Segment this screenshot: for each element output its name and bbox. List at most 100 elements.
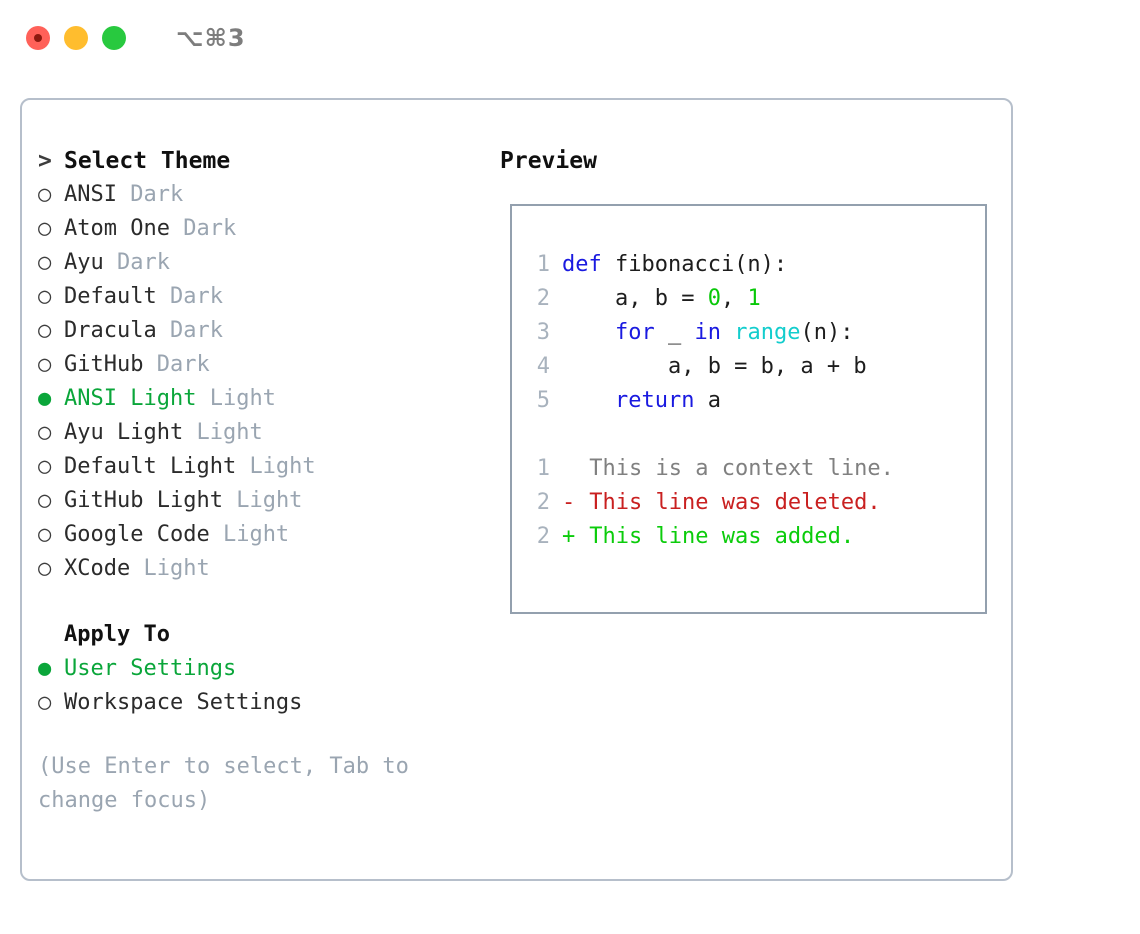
theme-variant-tag: Light [209,386,276,411]
theme-list-item[interactable]: ○ Atom One Dark [38,212,478,246]
theme-list-item[interactable]: ○ XCode Light [38,552,478,586]
theme-list-item[interactable]: ○Ayu Dark [38,246,478,280]
diff-sign: + [562,524,576,549]
code-token [562,320,615,345]
diff-line-text: This line was deleted. [589,490,881,515]
theme-list-item[interactable]: ○ Default Light Light [38,450,478,484]
theme-list-item[interactable]: ○ Ayu Light Light [38,416,478,450]
theme-variant-tag: Dark [169,284,223,309]
diff-sign: - [562,490,576,515]
theme-variant-tag: Dark [117,250,170,275]
code-line: 2 a, b = 0, 1 [524,282,867,316]
theme-name: ANSI Light [64,386,197,411]
diff-line: 1 This is a context line. [524,452,894,486]
code-token: fibonacci(n): [614,252,788,277]
diff-line-number: 1 [536,456,550,481]
code-token: in [694,320,721,345]
prompt-caret-icon: > [38,148,52,174]
theme-list-item[interactable]: ○Dracula Dark [38,314,478,348]
code-token: for [614,320,655,345]
code-line: 5 return a [524,384,867,418]
theme-variant-tag: Light [196,420,263,445]
radio-unselected-icon[interactable]: ○ [38,352,52,377]
radio-unselected-icon[interactable]: ○ [38,216,52,241]
select-theme-title: Select Theme [64,148,231,174]
theme-variant-tag: Dark [156,352,210,377]
code-line: 4 a, b = b, a + b [524,350,867,384]
theme-variant-tag: Light [222,522,290,547]
radio-unselected-icon[interactable]: ○ [38,318,52,343]
code-token: 1 [747,286,761,311]
titlebar: ⌥⌘3 [0,0,1140,76]
radio-unselected-icon[interactable]: ○ [38,454,52,479]
preview-title: Preview [500,148,597,174]
code-token: range [734,320,801,345]
code-token: (n): [800,320,854,345]
radio-unselected-icon[interactable]: ○ [38,420,52,445]
radio-unselected-icon[interactable]: ○ [38,690,52,715]
code-line-number: 5 [536,388,550,413]
traffic-lights [26,26,126,50]
code-line: 3 for _ in range(n): [524,316,867,350]
radio-unselected-icon[interactable]: ○ [38,556,52,581]
code-token: 0 [707,286,721,311]
code-token: def [562,252,615,277]
theme-name: GitHub [64,352,144,377]
theme-list-item[interactable]: ○ANSI Dark [38,178,478,212]
diff-line-number: 2 [536,490,550,515]
diff-sign [562,452,576,486]
theme-name: Default [64,284,157,309]
main-panel: >Select Theme ○ANSI Dark○Atom One Dark○A… [20,98,1013,881]
code-token: a [694,388,721,413]
code-line-number: 1 [536,252,550,277]
diff-line: 2- This line was deleted. [524,486,894,520]
theme-name: Ayu Light [64,420,184,445]
select-theme-header: > Select Theme [38,144,478,178]
theme-list-item[interactable]: ● ANSI Light Light [38,382,478,416]
apply-to-option[interactable]: ●User Settings [38,652,478,686]
close-window-icon[interactable] [26,26,50,50]
code-token [721,320,734,345]
theme-name: GitHub Light [64,488,223,513]
code-line: 1 def fibonacci(n): [524,248,867,282]
theme-name: Atom One [64,216,170,241]
diff-line-text: This line was added. [589,524,855,549]
apply-to-group: ○Apply To ●User Settings ○ Workspace Setti… [38,618,478,720]
theme-list-item[interactable]: ○Google Code Light [38,518,478,552]
minimize-window-icon[interactable] [64,26,88,50]
keyboard-hint: (Use Enter to select, Tab to change focu… [38,754,409,813]
theme-variant-tag: Light [143,556,210,581]
theme-list-item[interactable]: ○ GitHub Dark [38,348,478,382]
code-token: a, b = b, a + b [562,354,867,379]
maximize-window-icon[interactable] [102,26,126,50]
theme-name: Default Light [64,454,237,479]
apply-to-option-label: Workspace Settings [64,690,303,715]
theme-selector-list: >Select Theme ○ANSI Dark○Atom One Dark○A… [38,144,478,586]
radio-selected-icon[interactable]: ● [38,386,52,411]
diff-line: 2 + This line was added. [524,520,894,554]
radio-unselected-icon[interactable]: ○ [38,182,52,207]
keyboard-shortcut-label: ⌥⌘3 [176,24,246,52]
radio-unselected-icon[interactable]: ○ [38,284,52,309]
radio-unselected-icon[interactable]: ○ [38,250,52,275]
apply-to-option[interactable]: ○ Workspace Settings [38,686,478,720]
radio-unselected-icon[interactable]: ○ [38,522,52,547]
theme-variant-tag: Light [249,454,316,479]
radio-selected-icon[interactable]: ● [38,656,52,681]
code-token [562,388,615,413]
theme-list-item[interactable]: ○GitHub Light Light [38,484,478,518]
apply-to-header: ○Apply To [38,618,478,652]
radio-unselected-icon[interactable]: ○ [38,488,52,513]
apply-to-title: Apply To [64,622,170,647]
code-token: _ [654,320,695,345]
theme-variant-tag: Dark [183,216,237,241]
code-line-number: 2 [536,286,550,311]
theme-variant-tag: Dark [130,182,184,207]
theme-list-item[interactable]: ○ Default Dark [38,280,478,314]
theme-name: XCode [64,556,131,581]
diff-sample: 1 This is a context line.2- This line wa… [524,452,894,554]
diff-line-number: 2 [536,524,550,549]
